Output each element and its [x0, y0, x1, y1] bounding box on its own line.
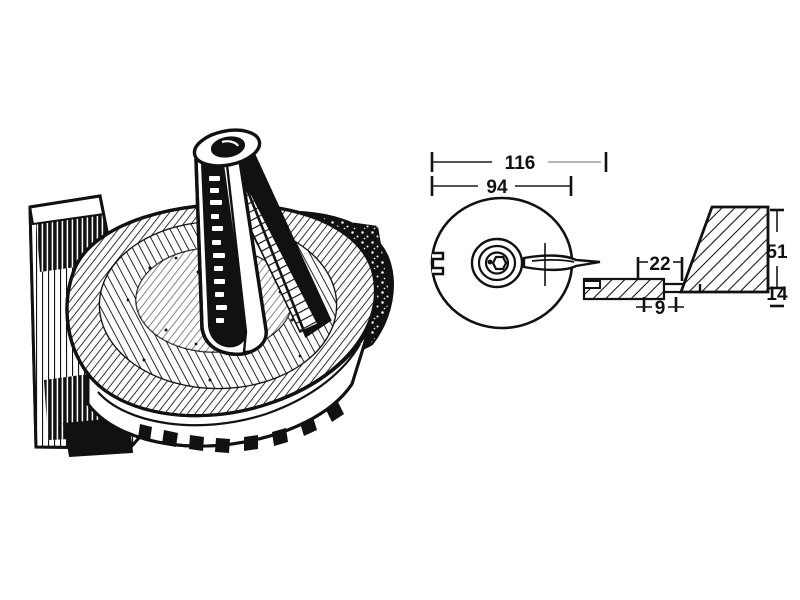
side-section-view: 22 9 51 — [582, 205, 788, 319]
dim-9-label: 9 — [655, 298, 666, 319]
dim-14-label: 14 — [766, 284, 788, 305]
stud-pin-centerline — [531, 259, 575, 263]
perspective-illustration — [28, 128, 394, 458]
mounting-tab-lip — [583, 280, 601, 289]
back-plate-edge — [28, 194, 148, 450]
front-rim-crease — [97, 343, 361, 427]
dimension-22: 22 — [636, 254, 684, 281]
front-view: 116 94 — [430, 152, 608, 330]
anode-disc — [430, 196, 601, 330]
front-rim-edge — [86, 325, 372, 448]
center-fin-embossing — [209, 176, 227, 323]
dimension-9: 9 — [636, 297, 684, 319]
dimension-14: 14 — [766, 284, 788, 308]
dim-51-label: 51 — [766, 242, 788, 263]
dimension-116: 116 — [430, 152, 608, 174]
wedge-body — [679, 205, 770, 294]
dim-116-label: 116 — [505, 153, 536, 174]
dim-94-label: 94 — [486, 177, 508, 198]
center-fin-edge — [194, 145, 268, 356]
mounting-hole-highlight — [221, 140, 239, 147]
disc-edge-notch — [431, 251, 445, 276]
wedge-edge — [679, 205, 770, 294]
stud-pin — [522, 254, 601, 272]
dimension-51: 51 — [766, 208, 788, 290]
anode-front-rim — [86, 325, 372, 453]
center-fin — [194, 145, 268, 356]
boss-pin-dot — [487, 259, 493, 265]
boss-hex-hole — [491, 255, 508, 271]
dimension-94: 94 — [430, 176, 573, 198]
fin-top-boss — [192, 128, 262, 168]
dim-22-label: 22 — [649, 254, 670, 275]
